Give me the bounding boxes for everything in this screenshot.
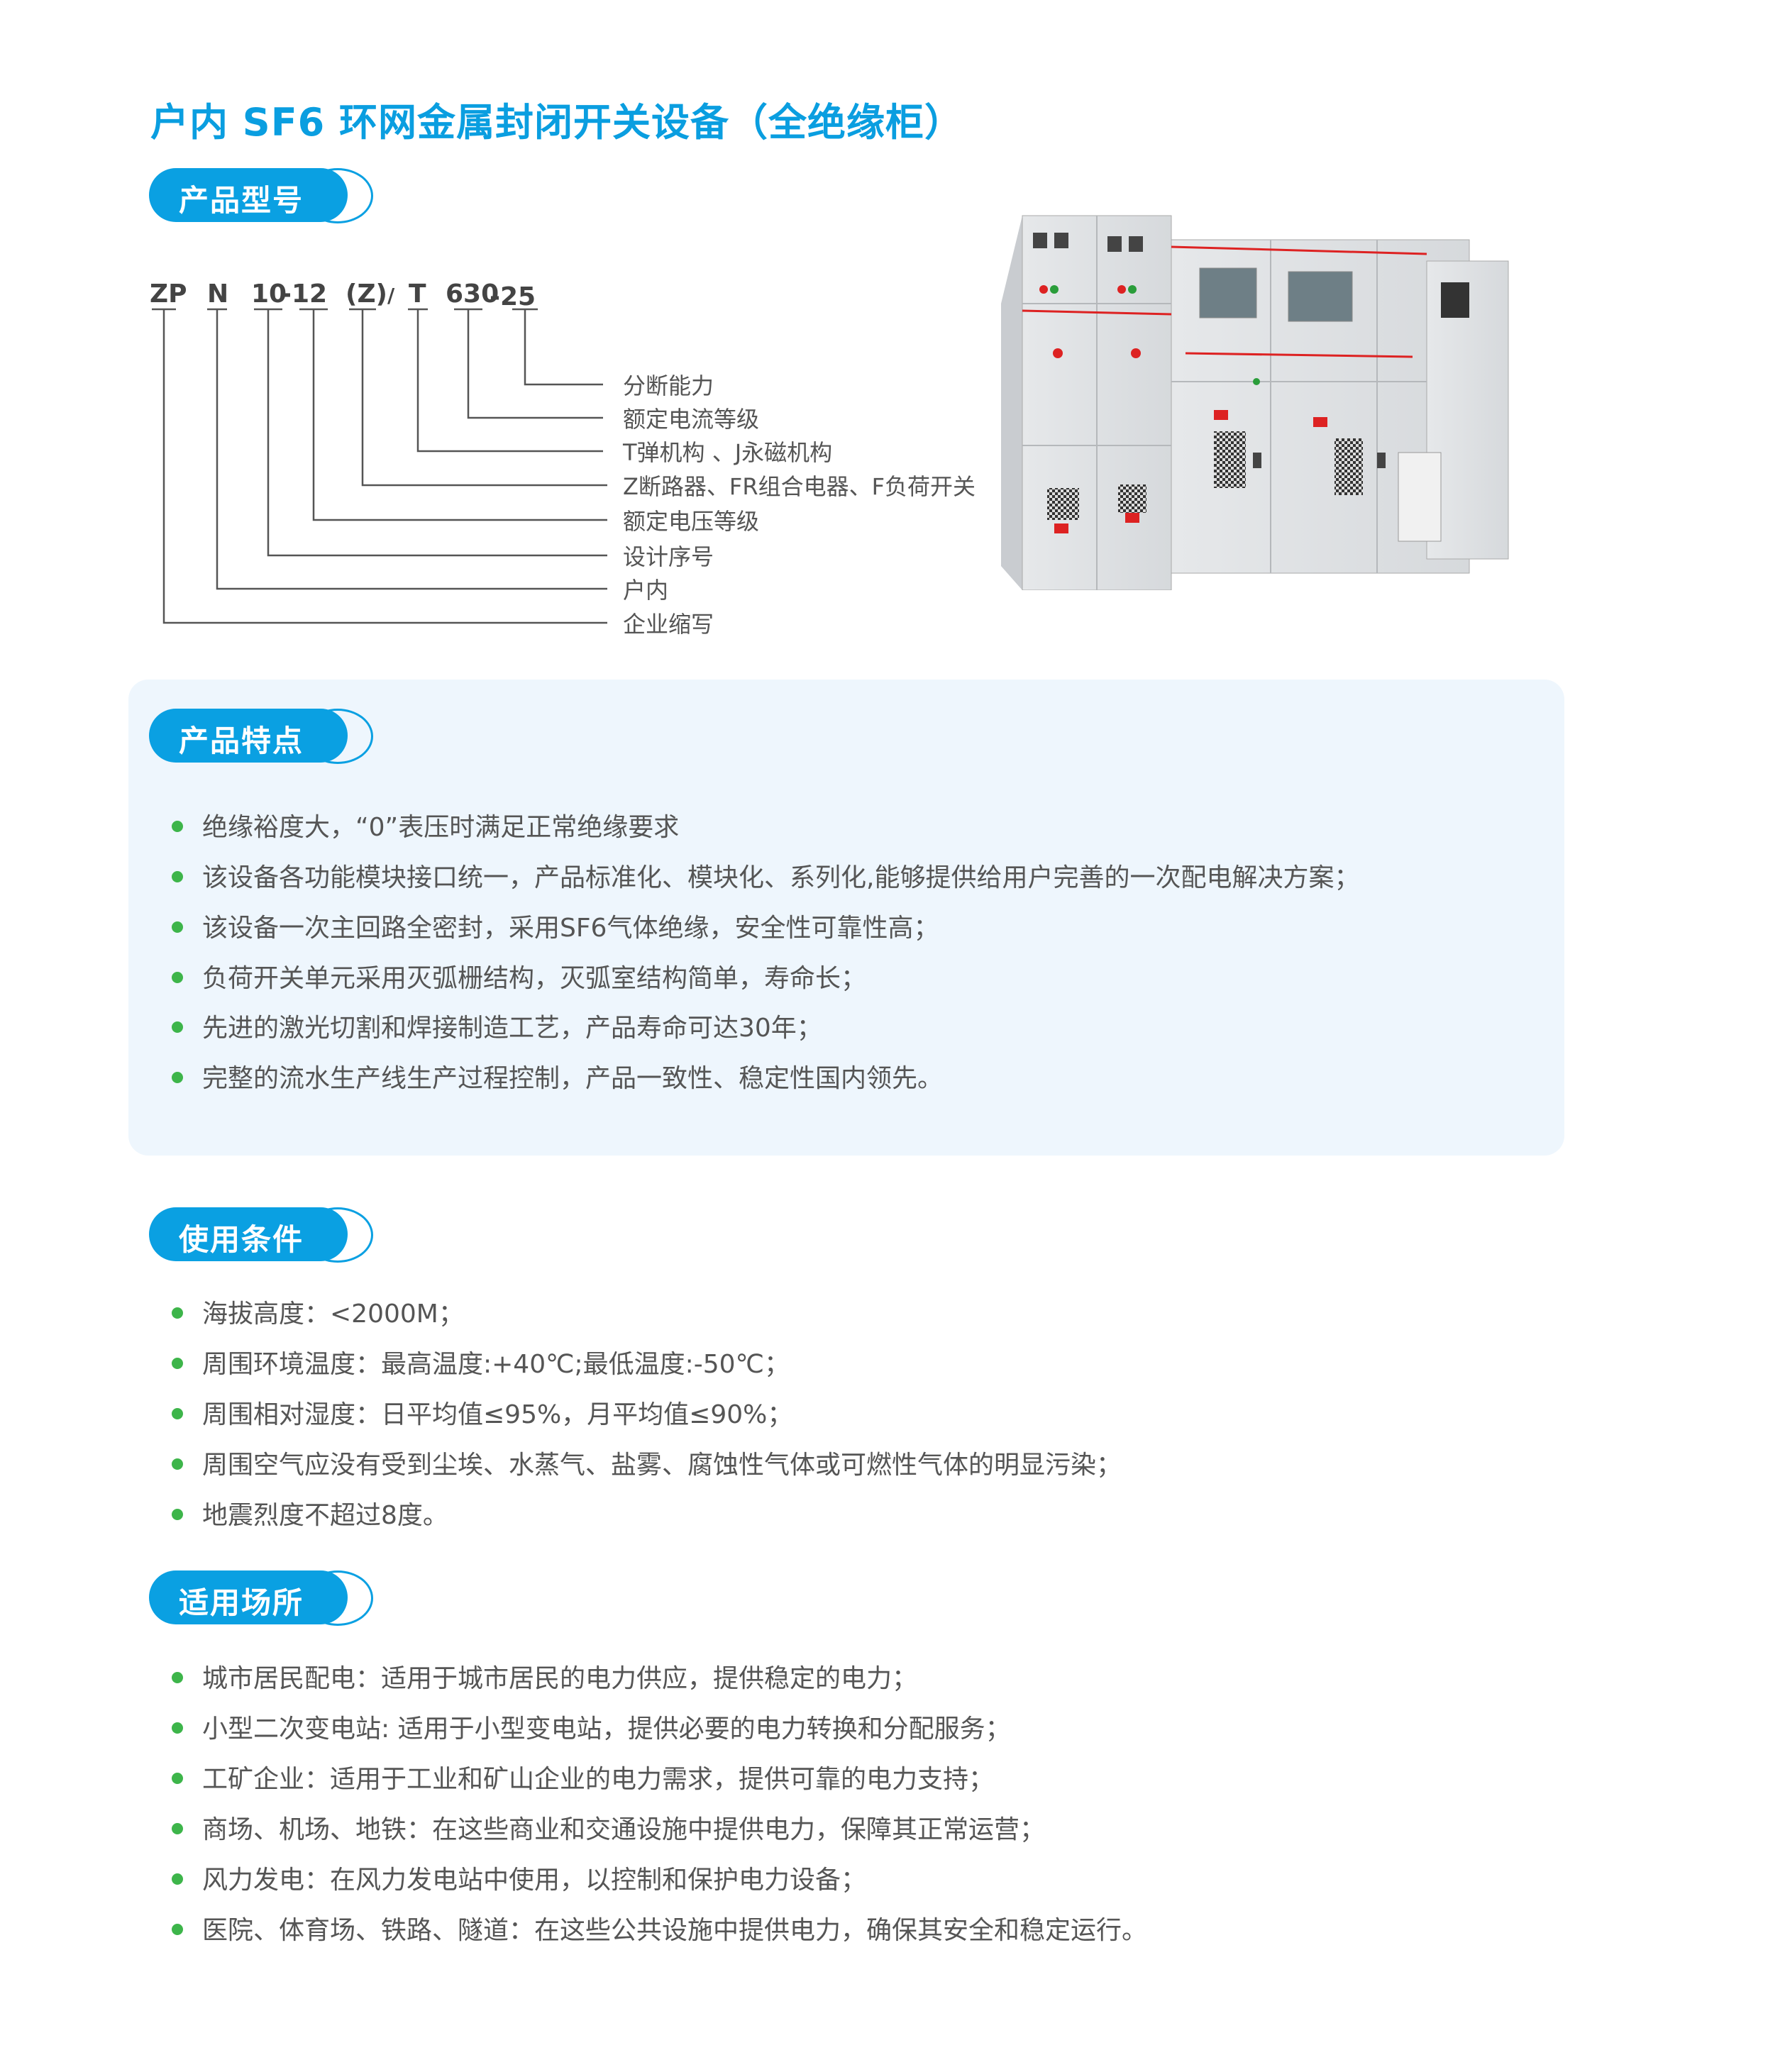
list-item-text: 该设备一次主回路全密封，采用SF6气体绝缘，安全性可靠性高；: [202, 914, 939, 943]
list-item-text: 商场、机场、地铁：在这些商业和交通设施中提供电力，保障其正常运营；: [202, 1815, 1046, 1844]
code-part: ZP: [150, 279, 187, 309]
code-part: 10: [251, 279, 287, 309]
bullet-icon: [172, 1021, 183, 1033]
list-item: 小型二次变电站: 适用于小型变电站，提供必要的电力转换和分配服务；: [172, 1708, 1011, 1745]
section-badge-model: 产品型号: [149, 168, 375, 223]
bullet-icon: [172, 1873, 183, 1885]
bullet-icon: [172, 1307, 183, 1319]
list-item-text: 工矿企业：适用于工业和矿山企业的电力需求，提供可靠的电力支持；: [202, 1765, 995, 1794]
list-item-text: 周围相对湿度：日平均值≤95%，月平均值≤90%；: [202, 1400, 793, 1429]
section-badge-applications: 适用场所: [149, 1570, 375, 1626]
code-part: (Z): [346, 279, 388, 309]
list-item: 完整的流水生产线生产过程控制，产品一致性、稳定性国内领先。: [172, 1058, 943, 1095]
list-item: 周围相对湿度：日平均值≤95%，月平均值≤90%；: [172, 1394, 792, 1431]
bullet-icon: [172, 871, 183, 882]
code-part: 630: [446, 279, 499, 309]
code-part: -12: [281, 279, 328, 309]
bullet-icon: [172, 1924, 183, 1935]
features-panel: [128, 680, 1564, 1156]
bullet-icon: [172, 1509, 183, 1520]
badge-pill: [149, 709, 348, 763]
code-part: /: [387, 284, 395, 307]
model-desc: T弹机构 、J永磁机构: [623, 439, 833, 466]
list-item-text: 医院、体育场、铁路、隧道：在这些公共设施中提供电力，确保其安全和稳定运行。: [202, 1916, 1148, 1945]
badge-pill: [149, 1570, 348, 1624]
list-item: 该设备各功能模块接口统一，产品标准化、模块化、系列化,能够提供给用户完善的一次配…: [172, 857, 1359, 894]
list-item: 城市居民配电：适用于城市居民的电力供应，提供稳定的电力；: [172, 1658, 917, 1695]
list-item-text: 城市居民配电：适用于城市居民的电力供应，提供稳定的电力；: [202, 1664, 918, 1693]
list-item-text: 完整的流水生产线生产过程控制，产品一致性、稳定性国内领先。: [202, 1064, 944, 1093]
bullet-icon: [172, 1823, 183, 1834]
bullet-icon: [172, 1722, 183, 1734]
badge-pill: [149, 1207, 348, 1261]
list-item-text: 负荷开关单元采用灭弧栅结构，灭弧室结构简单，寿命长；: [202, 964, 867, 993]
bullet-icon: [172, 1773, 183, 1784]
list-item-text: 地震烈度不超过8度。: [202, 1501, 448, 1530]
list-item: 周围环境温度：最高温度:+40℃;最低温度:-50℃；: [172, 1344, 790, 1380]
list-item-text: 周围环境温度：最高温度:+40℃;最低温度:-50℃；: [202, 1350, 790, 1379]
switchgear-product-image: [1001, 215, 1509, 590]
model-desc: 分断能力: [623, 372, 714, 399]
list-item-text: 周围空气应没有受到尘埃、水蒸气、盐雾、腐蚀性气体或可燃性气体的明显污染；: [202, 1451, 1122, 1480]
list-item: 海拔高度：<2000M；: [172, 1293, 464, 1330]
list-item: 先进的激光切割和焊接制造工艺，产品寿命可达30年；: [172, 1007, 822, 1044]
model-diagram-lines: [152, 308, 607, 624]
list-item: 绝缘裕度大，“0”表压时满足正常绝缘要求: [172, 807, 679, 843]
bullet-icon: [172, 1408, 183, 1419]
list-item-text: 先进的激光切割和焊接制造工艺，产品寿命可达30年；: [202, 1014, 822, 1043]
list-item-text: 绝缘裕度大，“0”表压时满足正常绝缘要求: [202, 813, 680, 842]
code-part: N: [207, 279, 229, 309]
bullet-icon: [172, 1672, 183, 1683]
bullet-icon: [172, 821, 183, 832]
bullet-icon: [172, 1458, 183, 1470]
list-item-text: 该设备各功能模块接口统一，产品标准化、模块化、系列化,能够提供给用户完善的一次配…: [202, 863, 1360, 892]
section-heading: 产品型号: [179, 183, 304, 218]
model-desc: 额定电流等级: [623, 406, 760, 433]
bullet-icon: [172, 921, 183, 933]
code-part: -25: [490, 282, 536, 311]
model-desc: Z断路器、FR组合电器、F负荷开关: [623, 473, 976, 500]
bullet-icon: [172, 1358, 183, 1369]
list-item: 该设备一次主回路全密封，采用SF6气体绝缘，安全性可靠性高；: [172, 907, 939, 944]
list-item: 风力发电：在风力发电站中使用，以控制和保护电力设备；: [172, 1859, 866, 1896]
badge-pill: [149, 168, 348, 222]
list-item: 周围空气应没有受到尘埃、水蒸气、盐雾、腐蚀性气体或可燃性气体的明显污染；: [172, 1444, 1122, 1481]
section-heading: 使用条件: [179, 1222, 304, 1257]
list-item: 地震烈度不超过8度。: [172, 1495, 448, 1531]
code-part: T: [409, 279, 426, 309]
list-item: 工矿企业：适用于工业和矿山企业的电力需求，提供可靠的电力支持；: [172, 1758, 994, 1795]
list-item: 医院、体育场、铁路、隧道：在这些公共设施中提供电力，确保其安全和稳定运行。: [172, 1910, 1147, 1946]
model-desc: 额定电压等级: [623, 508, 760, 535]
model-desc: 设计序号: [623, 543, 714, 570]
bullet-icon: [172, 1072, 183, 1083]
section-badge-features: 产品特点: [149, 709, 375, 764]
list-item-text: 风力发电：在风力发电站中使用，以控制和保护电力设备；: [202, 1866, 867, 1895]
list-item-text: 海拔高度：<2000M；: [202, 1300, 464, 1329]
list-item-text: 小型二次变电站: 适用于小型变电站，提供必要的电力转换和分配服务；: [202, 1714, 1011, 1744]
list-item: 商场、机场、地铁：在这些商业和交通设施中提供电力，保障其正常运营；: [172, 1809, 1045, 1846]
section-heading: 适用场所: [179, 1585, 304, 1620]
page-title: 户内 SF6 环网金属封闭开关设备（全绝缘柜）: [150, 100, 963, 145]
bullet-icon: [172, 972, 183, 983]
section-heading: 产品特点: [179, 724, 304, 758]
section-badge-conditions: 使用条件: [149, 1207, 375, 1263]
model-desc: 户内: [623, 577, 669, 604]
list-item: 负荷开关单元采用灭弧栅结构，灭弧室结构简单，寿命长；: [172, 958, 866, 995]
model-desc: 企业缩写: [623, 611, 714, 638]
